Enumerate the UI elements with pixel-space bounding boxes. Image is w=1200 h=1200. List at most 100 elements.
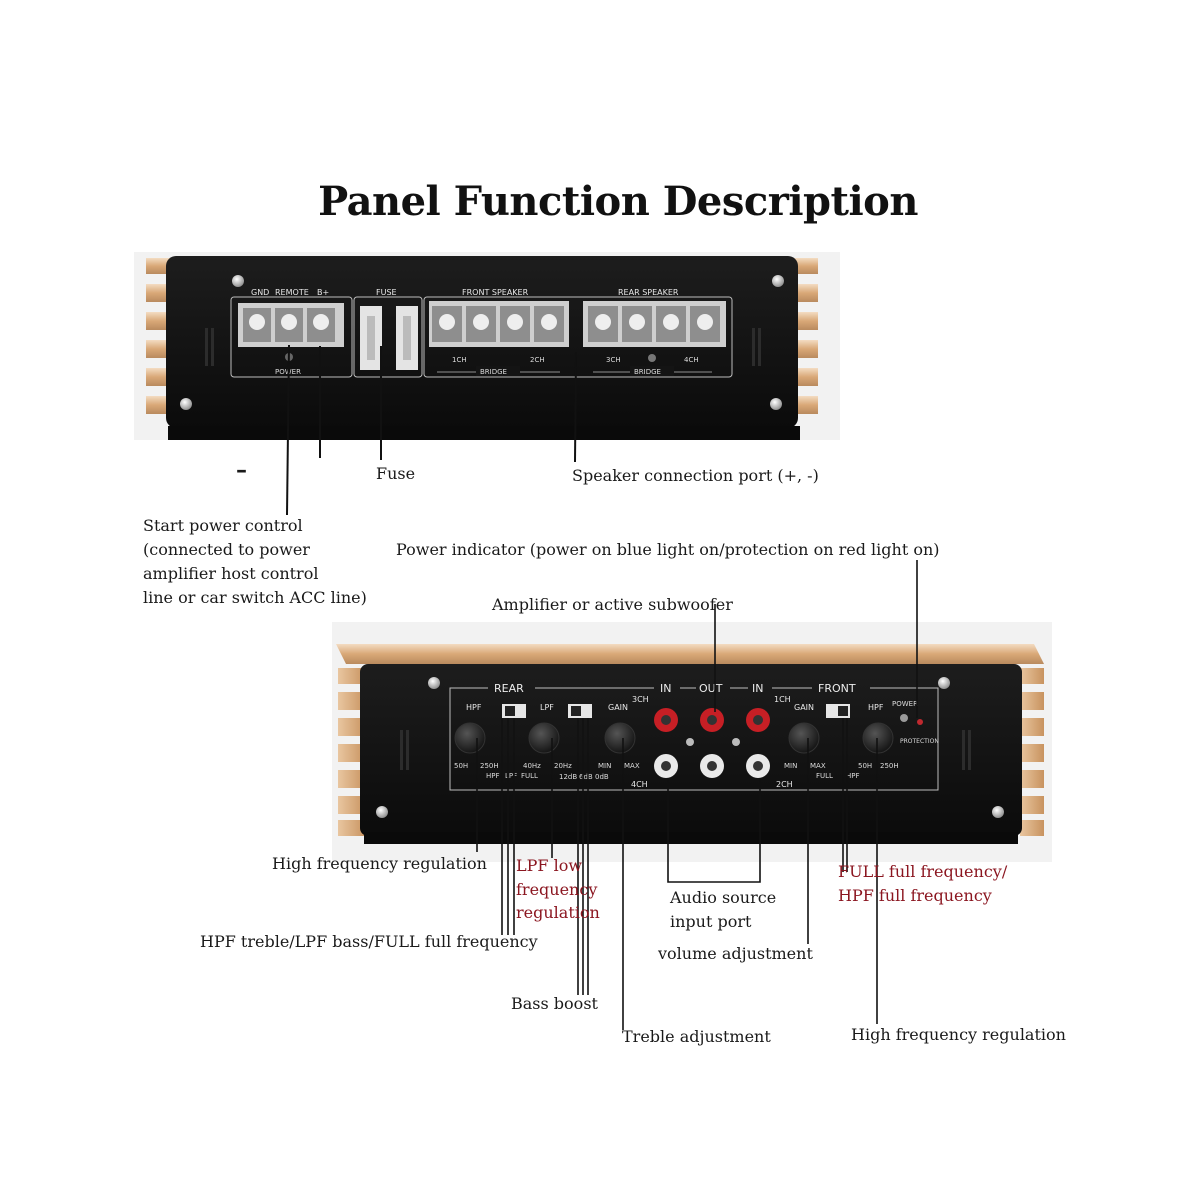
hpf-knob-right[interactable]	[862, 722, 894, 754]
full-frequency-label-line2: HPF full frequency	[838, 886, 992, 905]
heatsink-fins-right	[1020, 668, 1044, 836]
lpf-switch-label: LPF	[505, 772, 517, 780]
freq-250h-right: 250H	[880, 762, 899, 770]
bottom-amplifier: REAR IN OUT IN FRONT HPF LPF GAIN 3CH 1C…	[332, 622, 1052, 862]
ch3-label: 3CH	[606, 356, 621, 364]
ch1-label: 1CH	[774, 695, 791, 704]
gain-label-left: GAIN	[608, 703, 628, 712]
gnd-label: GND	[251, 288, 269, 297]
screw-icon	[376, 806, 388, 818]
heatsink-fins-right	[792, 258, 818, 414]
power-led-label: POWER	[892, 700, 918, 708]
bottom-callout-lines	[476, 560, 918, 1030]
full-switch-label-right: FULL	[816, 772, 833, 780]
protection-led-icon	[917, 719, 923, 725]
out-label: OUT	[699, 682, 723, 695]
terminal-screw-icon	[249, 314, 265, 330]
front-speaker-label: FRONT SPEAKER	[462, 288, 529, 297]
lpf-label: LPF	[540, 703, 554, 712]
in-label-left: IN	[660, 682, 671, 695]
speaker-terminal-block	[429, 301, 726, 347]
speaker-port-label: Speaker connection port (+, -)	[572, 466, 819, 485]
gain-min-left: MIN	[598, 762, 611, 770]
screw-icon	[428, 677, 440, 689]
full-frequency-label-line1: FULL full frequency/	[838, 862, 1008, 881]
gain-knob-left[interactable]	[604, 722, 636, 754]
start-power-label-line1: Start power control	[143, 516, 303, 535]
rear-label: REAR	[494, 682, 524, 695]
top-callout-lines	[286, 344, 577, 516]
audio-source-label-line1: Audio source	[670, 888, 777, 907]
bass-boost-label: Bass boost	[511, 994, 598, 1013]
treble-adjustment-label: Treble adjustment	[622, 1027, 771, 1046]
gain-min-right: MIN	[784, 762, 797, 770]
fuse-header-label: FUSE	[376, 288, 397, 297]
fuse-label: Fuse	[376, 464, 416, 483]
freq-20hz: 20Hz	[554, 762, 572, 770]
screw-icon	[938, 677, 950, 689]
screw-icon	[772, 275, 784, 287]
high-frequency-label-left: High frequency regulation	[272, 854, 487, 873]
lpf-low-label-line3: regulation	[516, 903, 600, 922]
amp-subwoofer-label: Amplifier or active subwoofer	[492, 595, 733, 614]
screw-icon	[992, 806, 1004, 818]
lpf-low-label-line1: LPF low	[516, 856, 583, 875]
protection-led-label: PROTECTION	[900, 738, 939, 745]
hpf-switch-label-right: HPF	[846, 772, 860, 780]
gain-max-left: MAX	[624, 762, 640, 770]
ch3-label: 3CH	[632, 695, 649, 704]
power-led-icon	[900, 714, 908, 722]
start-power-label-line2: (connected to power	[143, 540, 310, 559]
bottom-faceplate	[360, 664, 1022, 836]
front-label: FRONT	[818, 682, 856, 695]
remote-label: REMOTE	[275, 288, 309, 297]
rca-inputs-red	[654, 708, 770, 732]
ch2-label: 2CH	[776, 780, 793, 789]
start-power-label-line3: amplifier host control	[143, 564, 319, 583]
hpf-label-left: HPF	[466, 703, 482, 712]
bridge-label-front: BRIDGE	[480, 368, 507, 376]
freq-250h-left: 250H	[480, 762, 499, 770]
hpf-treble-label: HPF treble/LPF bass/FULL full frequency	[200, 932, 538, 951]
hpf-knob-left[interactable]	[454, 722, 486, 754]
terminal-screw-icon	[281, 314, 297, 330]
freq-50h-left: 50H	[454, 762, 468, 770]
top-amplifier: GND REMOTE B+ FUSE FRONT SPEAKER REAR SP…	[134, 252, 840, 440]
ch4-label: 4CH	[684, 356, 699, 364]
bplus-label: B+	[317, 288, 329, 297]
ch1-label: 1CH	[452, 356, 467, 364]
lpf-knob[interactable]	[528, 722, 560, 754]
boost-0db: 0dB	[595, 773, 609, 781]
fuse-holders	[360, 306, 418, 370]
in-label-right: IN	[752, 682, 763, 695]
volume-adjustment-label: volume adjustment	[658, 944, 813, 963]
high-frequency-label-right: High frequency regulation	[851, 1025, 1066, 1044]
power-indicator-label: Power indicator (power on blue light on/…	[396, 540, 940, 559]
audio-source-label-line2: input port	[670, 912, 752, 931]
negative-terminal-label: –	[236, 457, 247, 483]
hpf-label-right: HPF	[868, 703, 884, 712]
freq-50h-right: 50H	[858, 762, 872, 770]
full-switch-label-left: FULL	[521, 772, 538, 780]
power-terminal-block	[238, 303, 344, 347]
heatsink-fins-left	[338, 668, 366, 836]
gain-max-right: MAX	[810, 762, 826, 770]
lpf-low-label-line2: frequency	[516, 880, 598, 899]
ch4-label: 4CH	[631, 780, 648, 789]
freq-40hz: 40Hz	[523, 762, 541, 770]
bridge-label-rear: BRIDGE	[634, 368, 661, 376]
screw-icon	[180, 398, 192, 410]
rca-inputs-white	[654, 754, 770, 778]
boost-6db: 6dB	[579, 773, 593, 781]
screw-icon	[770, 398, 782, 410]
ch2-label: 2CH	[530, 356, 545, 364]
page-title: Panel Function Description	[318, 178, 918, 225]
hpf-switch-label-left: HPF	[486, 772, 500, 780]
start-power-label-line4: line or car switch ACC line)	[143, 588, 367, 607]
screw-icon	[232, 275, 244, 287]
gain-knob-right[interactable]	[788, 722, 820, 754]
rear-speaker-label: REAR SPEAKER	[618, 288, 679, 297]
terminal-screw-icon	[313, 314, 329, 330]
boost-12db: 12dB	[559, 773, 577, 781]
